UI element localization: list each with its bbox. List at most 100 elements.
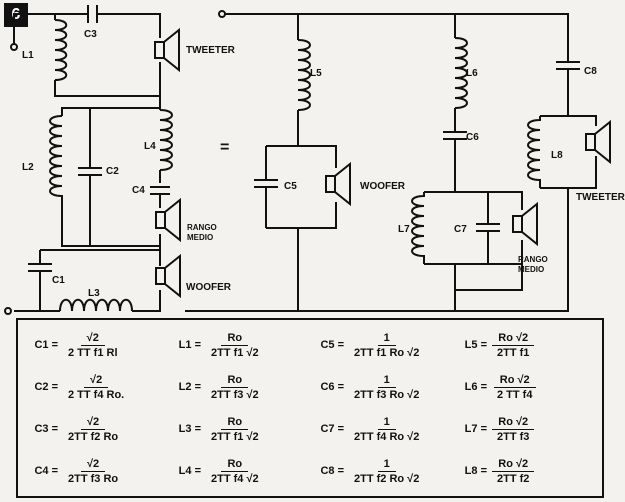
inductor-l1 — [54, 14, 161, 97]
label-l3: L3 — [88, 288, 100, 299]
label-l2: L2 — [22, 162, 34, 173]
label-c5: C5 — [284, 181, 297, 192]
formula-numerator: Ro — [221, 416, 249, 430]
capacitor-c2 — [78, 108, 102, 246]
formula-denominator: 2 TT f1 Rl — [68, 346, 118, 359]
label-rango-left: RANGO — [187, 223, 217, 232]
left-circuit — [4, 5, 226, 315]
label-c2: C2 — [106, 166, 119, 177]
label-medio-left: MEDIO — [187, 233, 213, 242]
label-c7: C7 — [454, 224, 467, 235]
formula-denominator: 2 TT f4 Ro. — [68, 388, 125, 401]
formula-numerator: Ro √2 — [493, 374, 536, 388]
formula-label: L8 = — [464, 465, 487, 477]
formula-denominator: 2TT f2 Ro √2 — [354, 472, 420, 485]
formula-denominator: 2TT f3 √2 — [211, 388, 259, 401]
formula-label: L2 = — [178, 381, 201, 393]
formula-label: L1 = — [178, 339, 201, 351]
input-terminal-top-left — [10, 43, 18, 51]
label-l6: L6 — [466, 68, 478, 79]
formula-label: C2 = — [34, 381, 58, 393]
capacitor-c5 — [254, 179, 278, 228]
label-c3: C3 — [84, 29, 97, 40]
label-l8: L8 — [551, 150, 563, 161]
formula-label: C1 = — [34, 339, 58, 351]
inductor-l2 — [49, 115, 63, 200]
label-l7: L7 — [398, 224, 410, 235]
capacitor-c8 — [556, 61, 580, 116]
label-c8: C8 — [584, 66, 597, 77]
formula-denominator: 2TT f3 Ro — [68, 472, 119, 485]
formula-numerator: Ro — [221, 458, 249, 472]
capacitor-c3 — [87, 5, 98, 23]
equals-sign: = — [220, 139, 229, 156]
formula-label: L5 = — [464, 339, 487, 351]
capacitor-c7 — [476, 192, 500, 264]
inductor-l8 — [527, 116, 541, 188]
formula-numerator: 1 — [377, 458, 396, 472]
formula-denominator: 2TT f1 √2 — [211, 430, 259, 443]
formula-denominator: 2TT f2 — [497, 472, 530, 485]
label-c1: C1 — [52, 275, 65, 286]
label-c6: C6 — [466, 132, 479, 143]
input-terminal-bottom-left — [4, 307, 12, 315]
inductor-l4 — [159, 96, 173, 183]
inductor-l3 — [50, 290, 161, 312]
formula-numerator: √2 — [80, 458, 106, 472]
label-woofer-right: WOOFER — [360, 181, 406, 192]
formula-numerator: 1 — [377, 374, 396, 388]
formula-numerator: Ro √2 — [492, 458, 535, 472]
formula-denominator: 2TT f1 Ro √2 — [354, 346, 420, 359]
woofer-right-icon — [325, 163, 351, 205]
formula-denominator: 2TT f1 √2 — [211, 346, 259, 359]
formula-denominator: 2TT f3 — [497, 430, 530, 443]
formula-label: L4 = — [178, 465, 201, 477]
label-l1: L1 — [22, 50, 34, 61]
formula-denominator: 2TT f1 — [497, 346, 530, 359]
capacitor-c1 — [28, 263, 52, 290]
input-terminal-top-mid — [218, 10, 226, 18]
formula-label: C4 = — [34, 465, 58, 477]
formula-label: C7 = — [320, 423, 344, 435]
label-medio-right: MEDIO — [518, 265, 544, 274]
formula-label: C3 = — [34, 423, 58, 435]
inductor-l7 — [411, 192, 425, 264]
formula-label: C8 = — [320, 465, 344, 477]
formula-label: C5 = — [320, 339, 344, 351]
formula-numerator: √2 — [80, 416, 106, 430]
formula-denominator: 2TT f4 Ro √2 — [354, 430, 420, 443]
inductor-l6 — [454, 37, 468, 132]
formula-label: L7 = — [464, 423, 487, 435]
tweeter-left-icon — [154, 29, 180, 71]
